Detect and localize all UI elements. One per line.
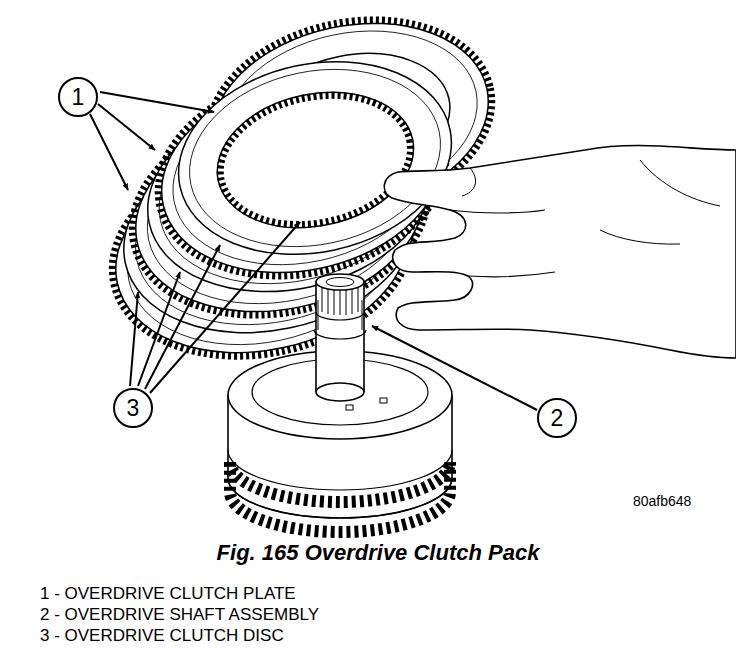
leader-lines [90, 92, 537, 410]
illustration-part [468, 272, 555, 277]
illustration-part [380, 398, 387, 403]
illustration-part [145, 245, 220, 389]
legend-line: 2 - OVERDRIVE SHAFT ASSEMBLY [40, 606, 319, 625]
illustration-part [100, 92, 214, 112]
legend-line: 1 - OVERDRIVE CLUTCH PLATE [40, 585, 296, 604]
illustration-part [346, 405, 353, 410]
figure-code: 80afb648 [633, 494, 691, 509]
illustration-part [98, 104, 155, 150]
illustration-part [316, 274, 364, 290]
illustration-part [462, 168, 476, 196]
illustration-part [150, 222, 300, 393]
illustration-part [138, 272, 180, 386]
illustration-part [372, 326, 537, 410]
callout-circle: 3 [113, 388, 153, 428]
illustration-part [316, 312, 364, 320]
callout-number: 3 [127, 397, 140, 420]
hand [384, 146, 736, 358]
illustration-part [130, 292, 138, 386]
callout-number: 1 [72, 86, 85, 109]
illustration-part [228, 478, 452, 518]
illustration-part [314, 330, 366, 339]
illustration-part [640, 160, 720, 206]
illustration-part [316, 383, 364, 401]
callout-circle: 2 [537, 398, 577, 438]
illustration-part [173, 47, 457, 269]
figure-caption: Fig. 165 Overdrive Clutch Pack [217, 541, 540, 565]
illustration-part [208, 78, 423, 241]
illustration-part [384, 146, 736, 358]
illustration-part [205, 75, 427, 245]
illustration-part [230, 462, 450, 532]
illustration-part [450, 210, 545, 213]
callout-circle: 1 [58, 77, 98, 117]
legend-line: 3 - OVERDRIVE CLUTCH DISC [40, 627, 284, 646]
illustration-part [326, 278, 354, 287]
illustration-part [600, 230, 680, 244]
illustration-part [90, 114, 128, 190]
callout-number: 2 [551, 407, 564, 430]
